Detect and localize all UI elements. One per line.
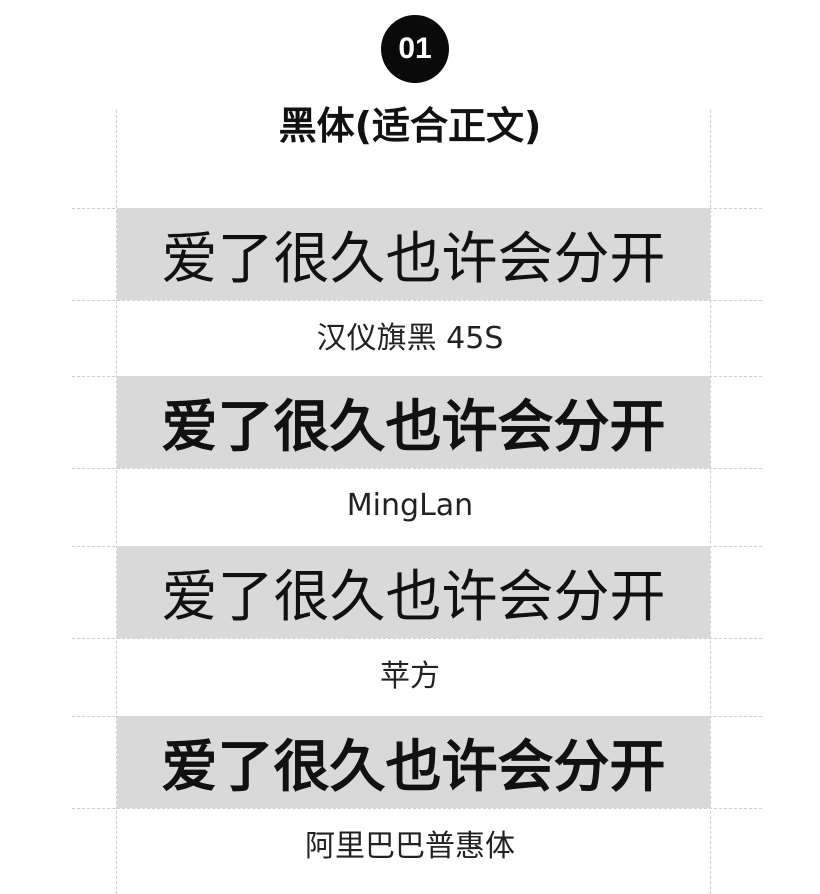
font-sample-text: 爱了很久也许会分开 xyxy=(161,734,666,800)
guide-line xyxy=(72,300,762,301)
font-sample-4: 爱了很久也许会分开 xyxy=(117,716,710,808)
guide-line xyxy=(72,808,762,809)
section-title: 黑体(适合正文) xyxy=(278,104,542,148)
font-sample-text: 爱了很久也许会分开 xyxy=(161,226,666,292)
font-sample-1: 爱了很久也许会分开 xyxy=(117,208,710,300)
font-sample-text: 爱了很久也许会分开 xyxy=(161,394,666,460)
font-sample-3: 爱了很久也许会分开 xyxy=(117,546,710,638)
section-number: 01 xyxy=(398,32,432,65)
font-sample-2: 爱了很久也许会分开 xyxy=(117,376,710,468)
font-name-label-1: 汉仪旗黑 45S xyxy=(316,321,504,356)
guide-line-right xyxy=(710,110,711,894)
font-sample-text: 爱了很久也许会分开 xyxy=(161,564,666,630)
section-number-badge: 01 xyxy=(381,15,449,83)
font-name-label-3: 苹方 xyxy=(380,659,440,694)
guide-line xyxy=(72,638,762,639)
guide-line-left xyxy=(116,110,117,894)
font-name-label-4: 阿里巴巴普惠体 xyxy=(305,829,515,864)
font-name-label-2: MingLan xyxy=(346,488,474,523)
guide-line xyxy=(72,468,762,469)
